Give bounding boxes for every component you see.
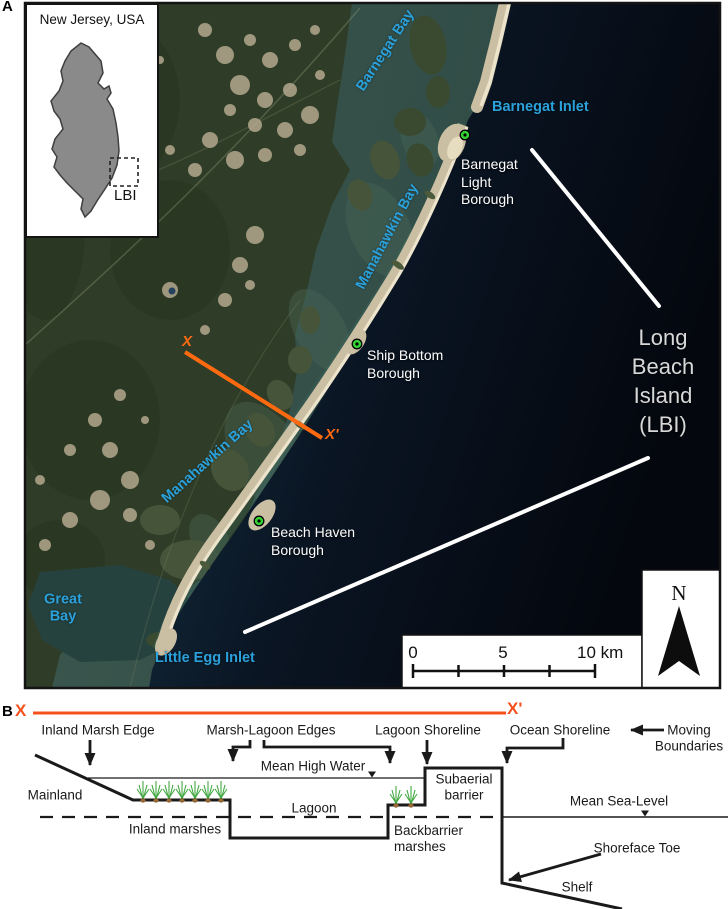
borough-markers (253, 129, 471, 527)
scale-label-5: 5 (498, 643, 507, 662)
marsh-lagoon-right-arrow (262, 740, 396, 764)
map-transect-end-label: X' (325, 426, 339, 443)
scale-bar: 0 5 10 km (401, 634, 643, 689)
marsh-lagoon-left-arrow (227, 740, 252, 762)
island-north-strip (471, 3, 511, 113)
section-canvas (33, 711, 728, 909)
barnegat-light-beach (447, 136, 463, 160)
north-arrow: N (641, 569, 721, 689)
label-mainland: Mainland (27, 787, 83, 803)
label-shoreface-toe: Shoreface Toe (593, 840, 681, 856)
north-label: N (671, 581, 686, 605)
ocean (149, 3, 720, 688)
sedge-islands (394, 15, 450, 177)
label-lagoon-shoreline: Lagoon Shoreline (375, 722, 481, 738)
label-little-egg-inlet: Little Egg Inlet (155, 650, 255, 666)
marker-ship-bottom (351, 338, 363, 350)
marker-beach-haven (253, 515, 265, 527)
panel-b-cross-section: B X X' (0, 695, 728, 909)
map-border (23, 1, 722, 690)
label-inland-marshes: Inland marshes (128, 821, 222, 837)
label-inland-marsh-edge: Inland Marsh Edge (41, 722, 155, 738)
boundary-arrows (84, 724, 664, 883)
nj-inset: New Jersey, USA LBI (25, 3, 159, 238)
label-lagoon: Lagoon (291, 800, 337, 816)
label-barnegat-light-borough: Barnegat Light Borough (461, 156, 518, 207)
transect-line-map (183, 350, 324, 440)
sandpit-pond (168, 287, 176, 295)
panel-b-letter: B (2, 703, 13, 720)
map-transect-start-label: X (182, 333, 193, 350)
panel-a-letter: A (2, 0, 13, 15)
label-subaerial-barrier: Subaerial barrier (435, 771, 493, 803)
panel-a-map: A (2, 0, 722, 690)
scale-label-10: 10 km (577, 643, 623, 662)
lbi-locator-box (109, 157, 139, 187)
label-great-bay: Great Bay (44, 591, 82, 625)
new-jersey-silhouette (50, 42, 120, 219)
label-ocean-shoreline: Ocean Shoreline (509, 722, 611, 738)
island-lbi (155, 123, 469, 650)
label-moving-boundaries: Moving Boundaries (654, 722, 724, 754)
scale-label-0: 0 (408, 643, 417, 662)
inset-lbi-label: LBI (114, 187, 137, 204)
shoreface-toe-arrow (508, 852, 602, 883)
label-long-beach-island: Long Beach Island (LBI) (631, 325, 695, 437)
label-marsh-lagoon-edges: Marsh-Lagoon Edges (206, 722, 336, 738)
inset-title: New Jersey, USA (39, 12, 145, 27)
label-mean-high-water: Mean High Water (260, 758, 366, 774)
label-ship-bottom-borough: Ship Bottom Borough (367, 347, 444, 381)
label-beach-haven-borough: Beach Haven Borough (271, 524, 356, 558)
ocean-shoreline-arrow (501, 738, 565, 764)
marker-barnegat-light (459, 129, 471, 141)
lbi-leader-line-bottom (243, 456, 650, 634)
scale-ticks (411, 664, 597, 678)
nj-shape-canvas (50, 42, 139, 219)
mean-high-water-marker (368, 771, 376, 778)
holgate-tip (154, 628, 178, 656)
label-mean-sea-level: Mean Sea-Level (569, 793, 669, 809)
marsh-fringe (140, 140, 400, 580)
mean-sea-level-marker (641, 810, 649, 817)
lbi-leader-line-top (530, 148, 661, 308)
section-transect-start-label: X (15, 701, 27, 720)
developed-patches (35, 23, 325, 551)
island-north-beach (479, 3, 511, 107)
label-shelf: Shelf (561, 879, 593, 895)
section-transect-end-label: X' (507, 699, 523, 718)
north-arrow-icon (658, 606, 700, 676)
label-barnegat-inlet: Barnegat Inlet (492, 99, 589, 115)
label-backbarrier-marshes: Backbarrier marshes (394, 823, 464, 854)
